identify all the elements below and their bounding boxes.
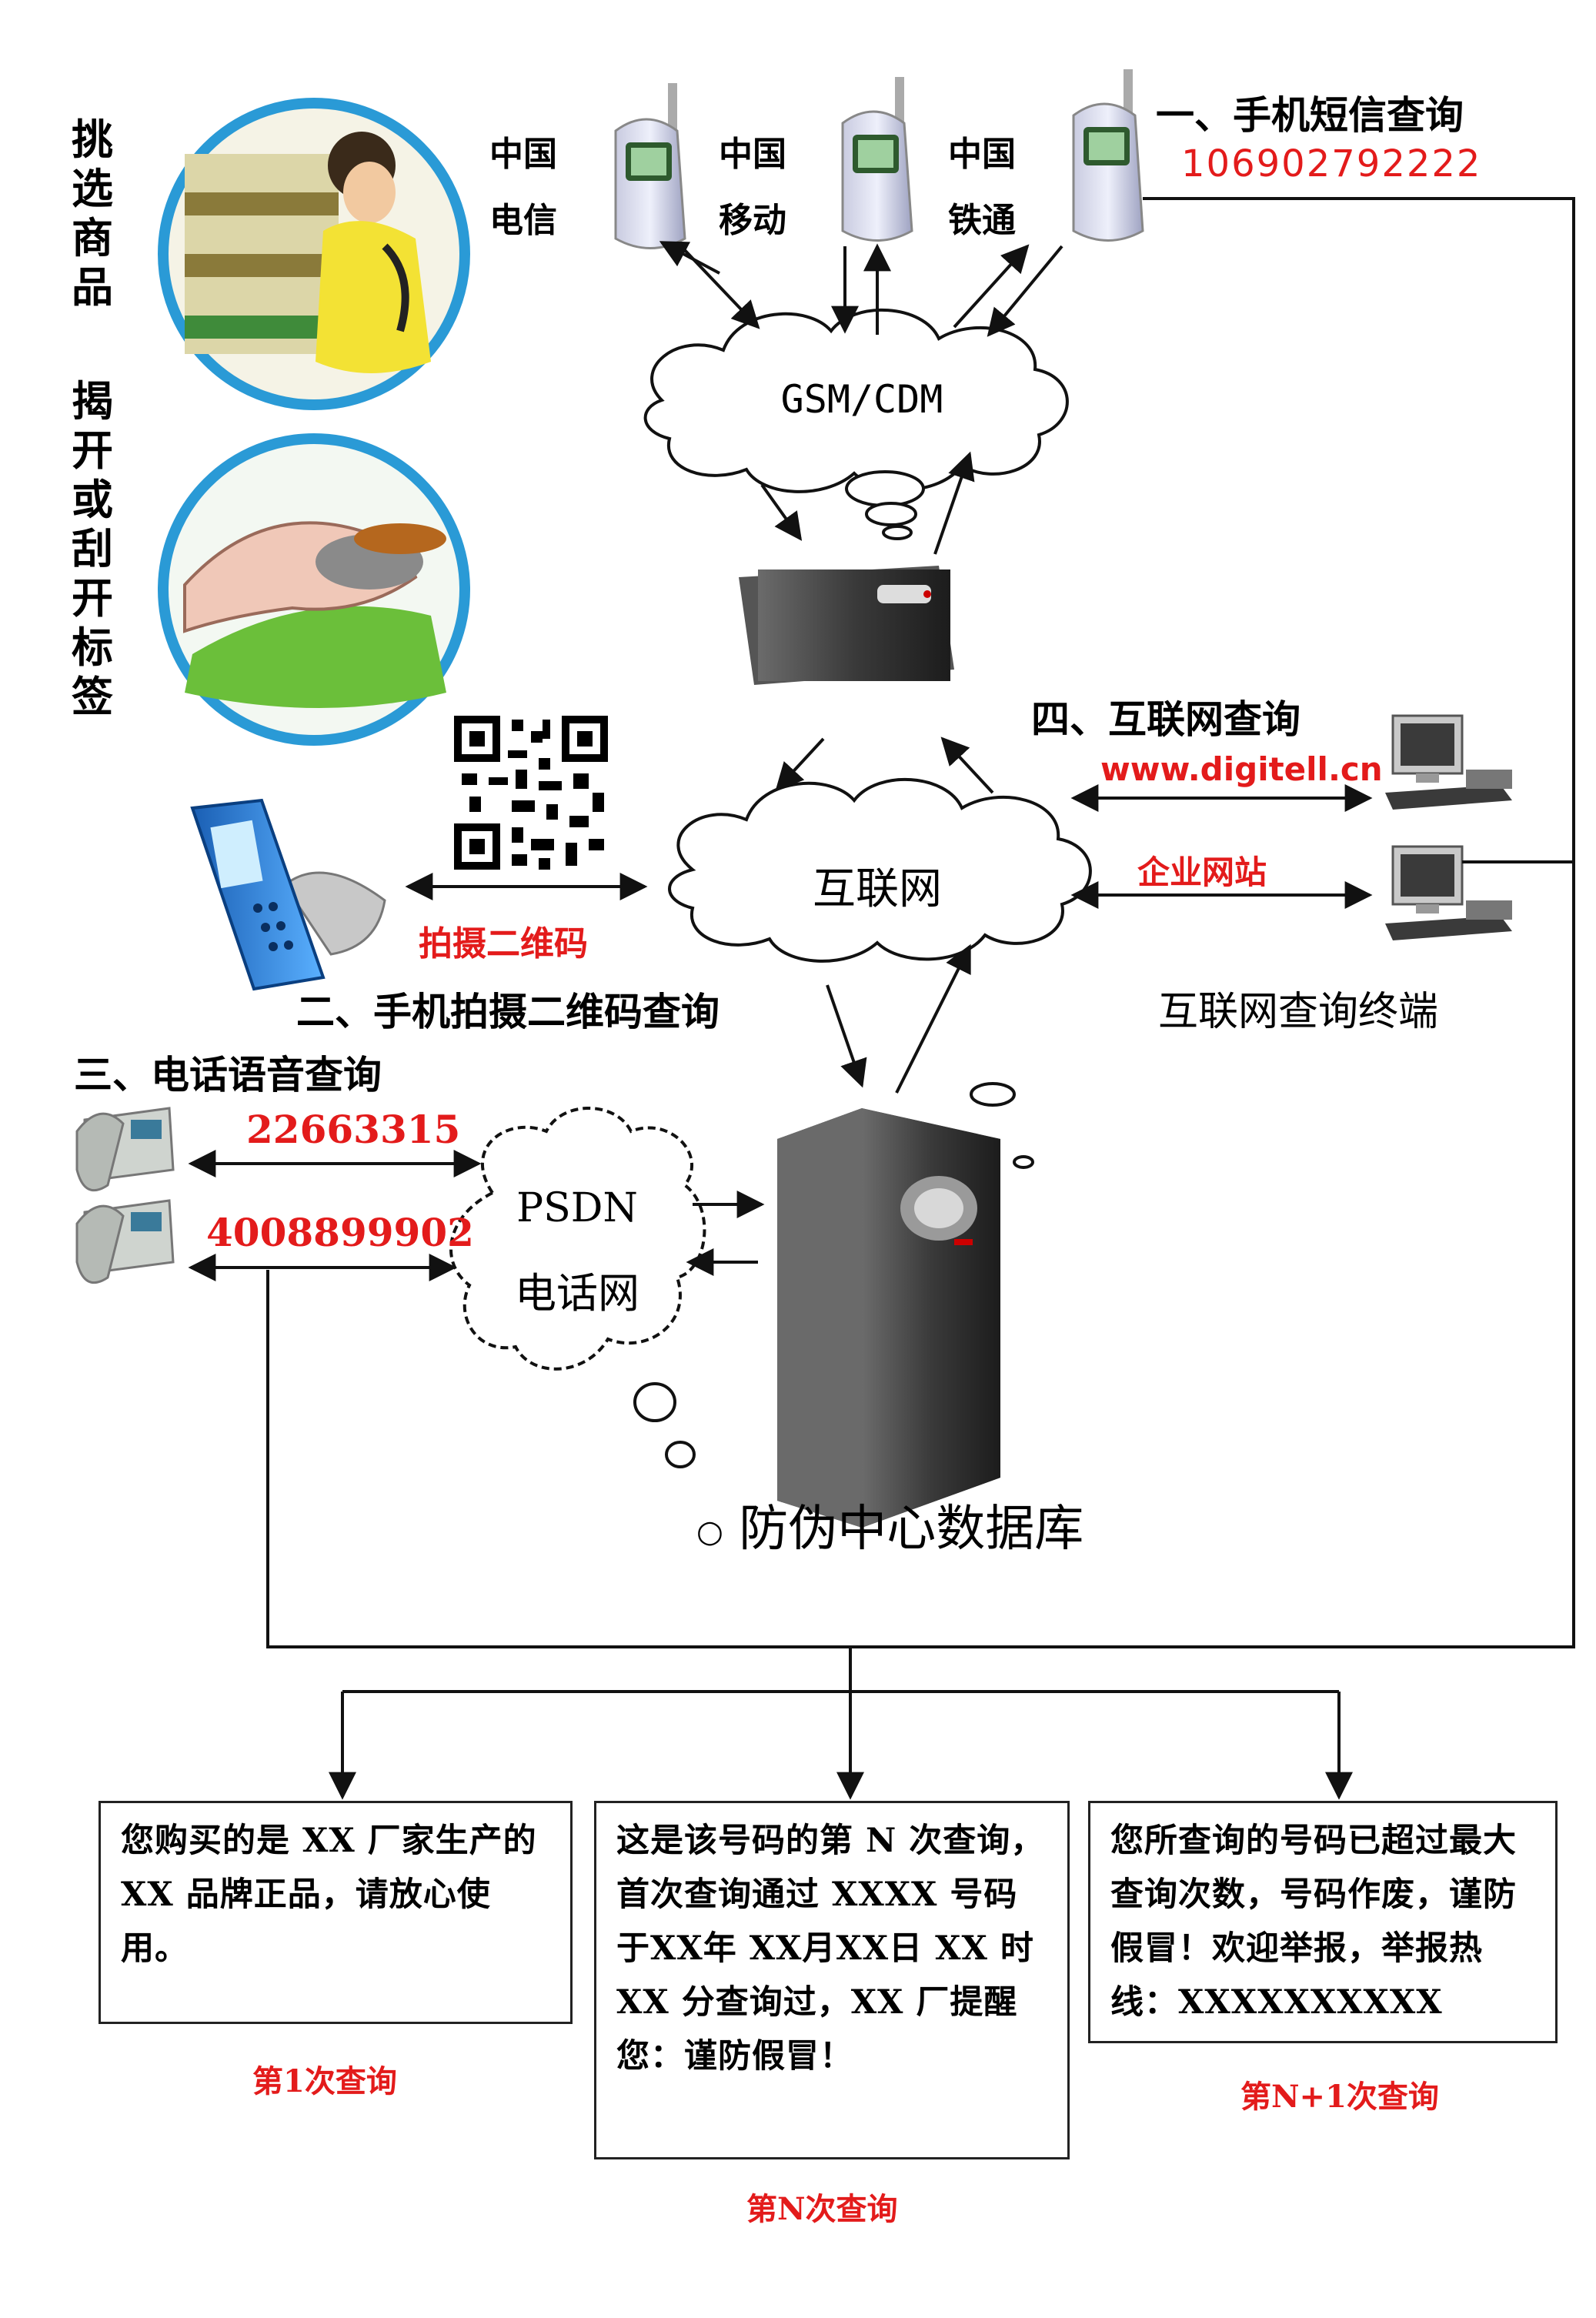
shopping-illustration [158, 98, 470, 410]
result-box-exceeded: 您所查询的号码已超过最大查询次数，号码作废，谨防假冒！欢迎举报，举报热线：XXX… [1088, 1801, 1558, 2043]
bidirectional-arrows [188, 784, 1373, 1281]
step-reveal-label: 揭开或刮开标签 [72, 377, 113, 721]
computer-terminal-1 [1385, 714, 1512, 810]
desk-phone-1 [75, 1107, 175, 1192]
collector-lines [266, 197, 1575, 1693]
carrier-mobile: 中国移动 [719, 135, 786, 240]
sms-query-title: 一、手机短信查询 [1156, 93, 1464, 138]
psdn-cloud-label-1: PSDN [516, 1185, 638, 1231]
scan-qr-label: 拍摄二维码 [419, 924, 588, 964]
carrier-telecom: 中国电信 [489, 135, 557, 240]
desk-phone-2 [75, 1199, 175, 1284]
relay-server [739, 566, 954, 685]
flip-phone-tietong [1072, 69, 1144, 242]
result-caption-nth: 第N次查询 [746, 2191, 898, 2227]
qr-code [450, 712, 612, 873]
flip-phone-mobile [841, 77, 913, 242]
sms-number: 106902792222 [1181, 142, 1482, 185]
flip-phone-telecom [614, 83, 686, 249]
bullet-icon: ○ [696, 1514, 723, 1550]
phone-query-title: 三、电话语音查询 [74, 1053, 382, 1097]
result-box-nth: 这是该号码的第 N 次查询，首次查询通过 XXXX 号码于XX年 XX月XX日 … [594, 1801, 1070, 2159]
result-caption-first: 第1次查询 [252, 2063, 397, 2099]
database-label: ○ 防伪中心数据库 [696, 1501, 1084, 1558]
psdn-cloud [449, 1107, 706, 1371]
psdn-cloud-label-2: 电话网 [515, 1269, 639, 1318]
computer-terminal-2 [1385, 845, 1512, 940]
internet-cloud-label: 互联网 [813, 864, 942, 914]
gsm-cloud-label: GSM/CDM [780, 377, 943, 422]
carrier-tietong: 中国铁通 [948, 135, 1016, 240]
qr-query-title: 二、手机拍摄二维码查询 [296, 990, 720, 1034]
result-caption-exceeded: 第N+1次查询 [1240, 2079, 1439, 2115]
result-arrows [329, 1692, 1353, 1800]
phone-number-2: 4008899902 [206, 1210, 474, 1255]
camera-phone-illustration [190, 798, 386, 991]
internet-terminal-label: 互联网查询终端 [1158, 989, 1439, 1035]
internet-query-title: 四、互联网查询 [1031, 697, 1301, 742]
result-box-first: 您购买的是 XX 厂家生产的 XX 品牌正品，请放心使用。 [98, 1801, 573, 2024]
phone-number-1: 22663315 [246, 1107, 461, 1152]
scratch-label-illustration [158, 433, 470, 746]
website-url[interactable]: www.digitell.cn [1100, 750, 1383, 788]
flow-arrows [659, 241, 1063, 1276]
thought-bubbles [633, 1082, 1034, 1468]
enterprise-website[interactable]: 企业网站 [1137, 853, 1267, 891]
database-server [777, 1108, 1000, 1528]
step-pick-goods: 挑选商品 [72, 115, 113, 312]
gsm-cloud [643, 308, 1069, 540]
